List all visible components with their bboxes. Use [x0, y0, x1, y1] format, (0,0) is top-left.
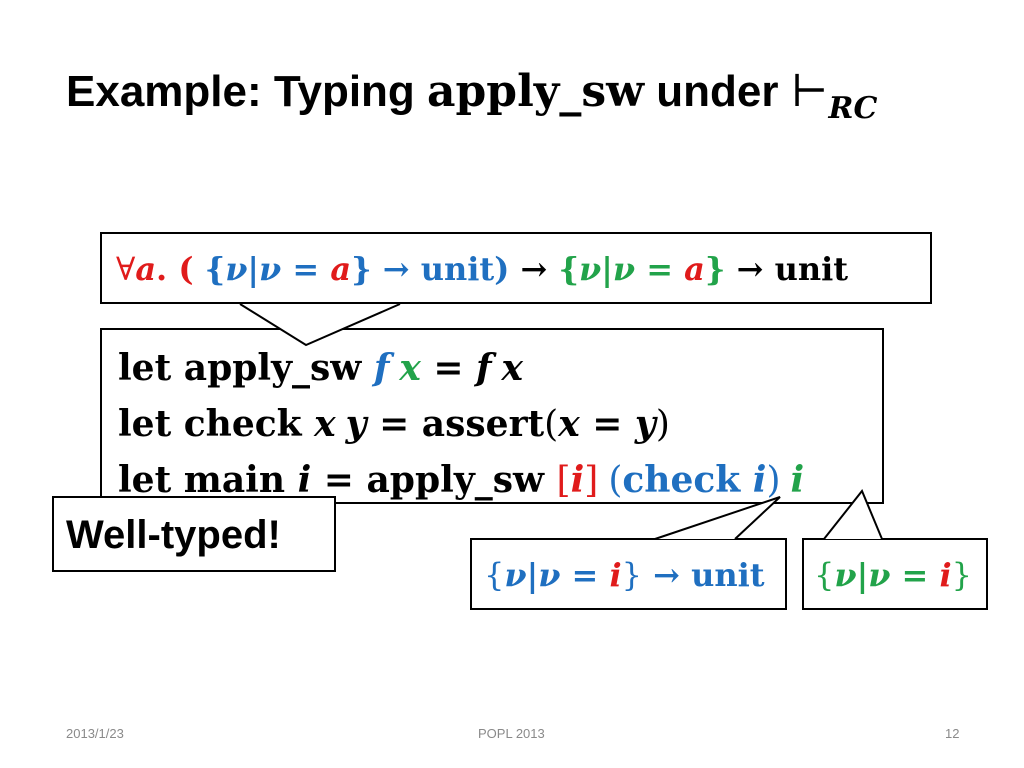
- sig-brace-open-2: {: [558, 250, 580, 288]
- code-line-2: let check x y = assert(x = y): [118, 396, 882, 452]
- keyword-let: let: [118, 403, 184, 445]
- equals: =: [890, 556, 940, 594]
- equals: =: [579, 403, 635, 445]
- sig-arrow-2: →: [509, 250, 559, 288]
- type-arg-i: i: [570, 459, 585, 501]
- forall-symbol: ∀: [116, 250, 136, 288]
- sig-arrow-3: →: [725, 250, 775, 288]
- brace-close: }: [951, 556, 973, 594]
- title-prefix: Example: Typing: [66, 67, 428, 116]
- param-y: y: [345, 403, 367, 445]
- param-x: x: [399, 347, 421, 389]
- sig-eq-1: =: [281, 250, 331, 288]
- check-call: check: [622, 459, 753, 501]
- param-f: f: [373, 347, 390, 389]
- callout-arg-type: {ν|ν = i}: [802, 538, 988, 610]
- sig-var-a: a: [135, 250, 157, 288]
- check-arg-i: i: [752, 459, 767, 501]
- body-x: x: [501, 347, 524, 389]
- paren-close: ): [766, 460, 781, 501]
- sig-nu-4: ν: [612, 250, 636, 288]
- equals: =: [366, 403, 422, 445]
- nu-2: ν: [538, 556, 561, 594]
- fn-name: apply_sw: [183, 347, 374, 389]
- well-typed-badge: Well-typed!: [52, 496, 336, 572]
- keyword-let: let: [118, 459, 184, 501]
- sig-var-a-1: a: [330, 250, 352, 288]
- param-i: i: [297, 459, 312, 501]
- sig-eq-2: =: [635, 250, 685, 288]
- bar: |: [526, 556, 539, 594]
- code-line-1: let apply_sw f x = f x: [118, 340, 882, 396]
- well-typed-label: Well-typed!: [66, 513, 281, 557]
- arrow: →: [642, 556, 692, 594]
- sig-var-a-2: a: [684, 250, 705, 288]
- body-x: x: [558, 403, 580, 445]
- keyword-let: let: [118, 347, 184, 389]
- var-i: i: [939, 556, 952, 594]
- sig-bar-2: |: [601, 250, 613, 288]
- nu-1: ν: [504, 556, 527, 594]
- code-line-3: let main i = apply_sw [i] (check i) i: [118, 452, 882, 508]
- footer-date: 2013/1/23: [66, 726, 124, 741]
- bracket-close: ]: [584, 460, 599, 501]
- equals: =: [311, 459, 367, 501]
- var-i: i: [609, 556, 622, 594]
- sig-brace-close-2: }: [704, 250, 726, 288]
- paren-open: (: [608, 460, 623, 501]
- sig-dot: . (: [156, 250, 205, 288]
- param-x: x: [314, 403, 336, 445]
- assert-call: assert: [421, 403, 545, 445]
- callout-check-type: {ν|ν = i} → unit: [470, 538, 787, 610]
- sig-unit-2: unit: [774, 250, 849, 288]
- fn-name: check: [183, 403, 315, 445]
- paren-open: (: [544, 404, 559, 445]
- body-y: y: [634, 403, 656, 445]
- apply-call: apply_sw: [366, 459, 557, 501]
- unit: unit: [691, 556, 765, 594]
- title-subscript: RC: [828, 91, 878, 126]
- brace-open: {: [814, 556, 835, 594]
- sig-bar-1: |: [247, 250, 260, 288]
- nu-1: ν: [834, 556, 857, 594]
- sig-paren-close: ): [494, 250, 510, 288]
- sig-nu-3: ν: [579, 250, 602, 288]
- equals: =: [420, 347, 477, 389]
- equals: =: [560, 556, 610, 594]
- slide-title: Example: Typing apply_sw under ⊢RC: [66, 66, 877, 126]
- title-code: apply_sw: [427, 66, 645, 117]
- brace-open: {: [484, 556, 505, 594]
- paren-close: ): [655, 404, 670, 445]
- title-middle: under: [644, 67, 791, 116]
- nu-2: ν: [868, 556, 891, 594]
- type-signature-box: ∀a. ( {ν|ν = a} → unit) → {ν|ν = a} → un…: [100, 232, 932, 304]
- title-turnstile: ⊢: [790, 66, 829, 117]
- bar: |: [856, 556, 869, 594]
- sig-brace-open-1: {: [204, 250, 226, 288]
- sig-nu-1: ν: [225, 250, 248, 288]
- sig-unit-1: unit: [420, 250, 495, 288]
- brace-close: }: [621, 556, 643, 594]
- sig-arrow-1: →: [371, 250, 421, 288]
- code-box: let apply_sw f x = f x let check x y = a…: [100, 328, 884, 504]
- fn-name: main: [183, 459, 298, 501]
- sig-nu-2: ν: [259, 250, 282, 288]
- slide-number: 12: [945, 726, 960, 741]
- body-f: f: [476, 347, 492, 389]
- bracket-open: [: [556, 460, 571, 501]
- sig-brace-close-1: }: [351, 250, 372, 288]
- footer-venue: POPL 2013: [478, 726, 545, 741]
- arg-i: i: [790, 459, 805, 501]
